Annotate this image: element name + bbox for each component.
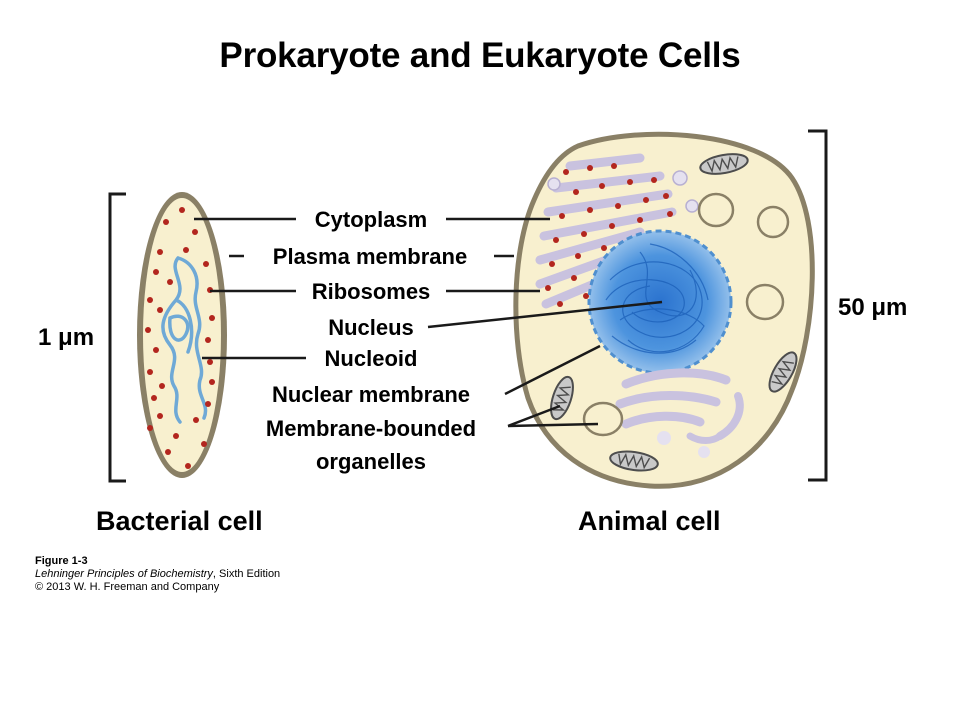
diagram-labels: Cytoplasm Plasma membrane Ribosomes Nucl…: [266, 207, 476, 474]
ribosome-dot: [609, 223, 615, 229]
ribosome-dot: [559, 213, 565, 219]
ribosome-dot: [209, 315, 215, 321]
ribosome-dot: [147, 369, 153, 375]
label-plasma-membrane: Plasma membrane: [273, 244, 467, 269]
ribosome-dot: [571, 275, 577, 281]
vesicles: [547, 170, 699, 213]
ribosome-dot: [153, 347, 159, 353]
ribosome-dot: [209, 379, 215, 385]
ribosome-dot: [643, 197, 649, 203]
ribosome-dot: [563, 169, 569, 175]
mitochondrion: [768, 351, 798, 393]
ribosome-dot: [587, 207, 593, 213]
endoplasmic-reticulum: [535, 153, 677, 309]
ribosome-dot: [201, 441, 207, 447]
ribosome-dot: [575, 253, 581, 259]
bacterial-cell-caption: Bacterial cell: [96, 506, 263, 536]
ribosome-dot: [573, 189, 579, 195]
ribosome-dot: [599, 183, 605, 189]
ribosome-dot: [557, 301, 563, 307]
ribosome-dot: [173, 433, 179, 439]
ribosome-dot: [157, 307, 163, 313]
ribosome-dot: [205, 337, 211, 343]
ribosome-dot: [192, 229, 198, 235]
ribosome-dot: [587, 165, 593, 171]
ribosome-dot: [545, 285, 551, 291]
ribosome-dot: [637, 217, 643, 223]
ribosome-dot: [165, 449, 171, 455]
chromatin: [605, 243, 709, 354]
bacterial-cell: [137, 192, 227, 478]
mitochondrion: [609, 450, 659, 472]
label-membrane-bounded: Membrane-bounded: [266, 416, 476, 441]
leader-lines: [194, 217, 663, 428]
animal-cell-caption: Animal cell: [578, 506, 721, 536]
label-cytoplasm: Cytoplasm: [315, 207, 427, 232]
ribosome-dot: [667, 211, 673, 217]
bacterial-cytoplasm: [143, 198, 221, 472]
ribosome-dot: [627, 179, 633, 185]
ribosome-dot: [583, 293, 589, 299]
label-organelles: organelles: [316, 449, 426, 474]
ribosome-dot: [159, 383, 165, 389]
ribosome-dot: [549, 261, 555, 267]
bacterial-scale-label: 1 μm: [38, 324, 95, 351]
animal-cell: [513, 131, 815, 489]
animal-scale-bracket: [808, 129, 828, 482]
ribosome-dot: [651, 177, 657, 183]
book-title: Lehninger Principles of Biochemistry: [35, 568, 213, 580]
ribosome-dot: [183, 247, 189, 253]
ribosome-dot: [163, 219, 169, 225]
ribosome-dot: [207, 359, 213, 365]
figure-number: Figure 1-3: [35, 555, 88, 567]
ribosome-dot: [205, 401, 211, 407]
ribosome-dot: [157, 249, 163, 255]
membrane-bounded-organelles: [582, 192, 790, 437]
book-edition: , Sixth Edition: [212, 568, 281, 580]
ribosome-dot: [581, 231, 587, 237]
ribosome-dot: [167, 279, 173, 285]
nucleoid: [161, 256, 208, 424]
label-ribosomes: Ribosomes: [312, 279, 431, 304]
ribosome-dot: [611, 163, 617, 169]
label-nucleus: Nucleus: [328, 315, 414, 340]
ribosome-dot: [147, 297, 153, 303]
label-nuclear-membrane: Nuclear membrane: [272, 382, 470, 407]
ribosome-dot: [615, 203, 621, 209]
ribosome-dot: [147, 425, 153, 431]
ribosome-dot: [179, 207, 185, 213]
book-line: Lehninger Principles of Biochemistry, Si…: [35, 568, 280, 581]
animal-scale-label: 50 μm: [838, 294, 908, 321]
slide-title: Prokaryote and Eukaryote Cells: [219, 36, 741, 75]
mitochondrion: [699, 153, 749, 175]
ribosome-dot: [157, 413, 163, 419]
bacterial-ribosomes: [145, 207, 215, 469]
bacterial-scale-bracket: [108, 192, 126, 483]
label-nucleoid: Nucleoid: [325, 346, 418, 371]
golgi-apparatus: [615, 368, 744, 458]
ribosome-dot: [185, 463, 191, 469]
ribosome-dot: [601, 245, 607, 251]
ribosome-dot: [553, 237, 559, 243]
figure-credit: Figure 1-3 Lehninger Principles of Bioch…: [35, 555, 280, 594]
ribosome-dot: [145, 327, 151, 333]
ribosome-dot: [153, 269, 159, 275]
ribosome-dot: [663, 193, 669, 199]
copyright: © 2013 W. H. Freeman and Company: [35, 581, 220, 593]
ribosome-dot: [193, 417, 199, 423]
ribosome-dot: [203, 261, 209, 267]
ribosome-dot: [151, 395, 157, 401]
